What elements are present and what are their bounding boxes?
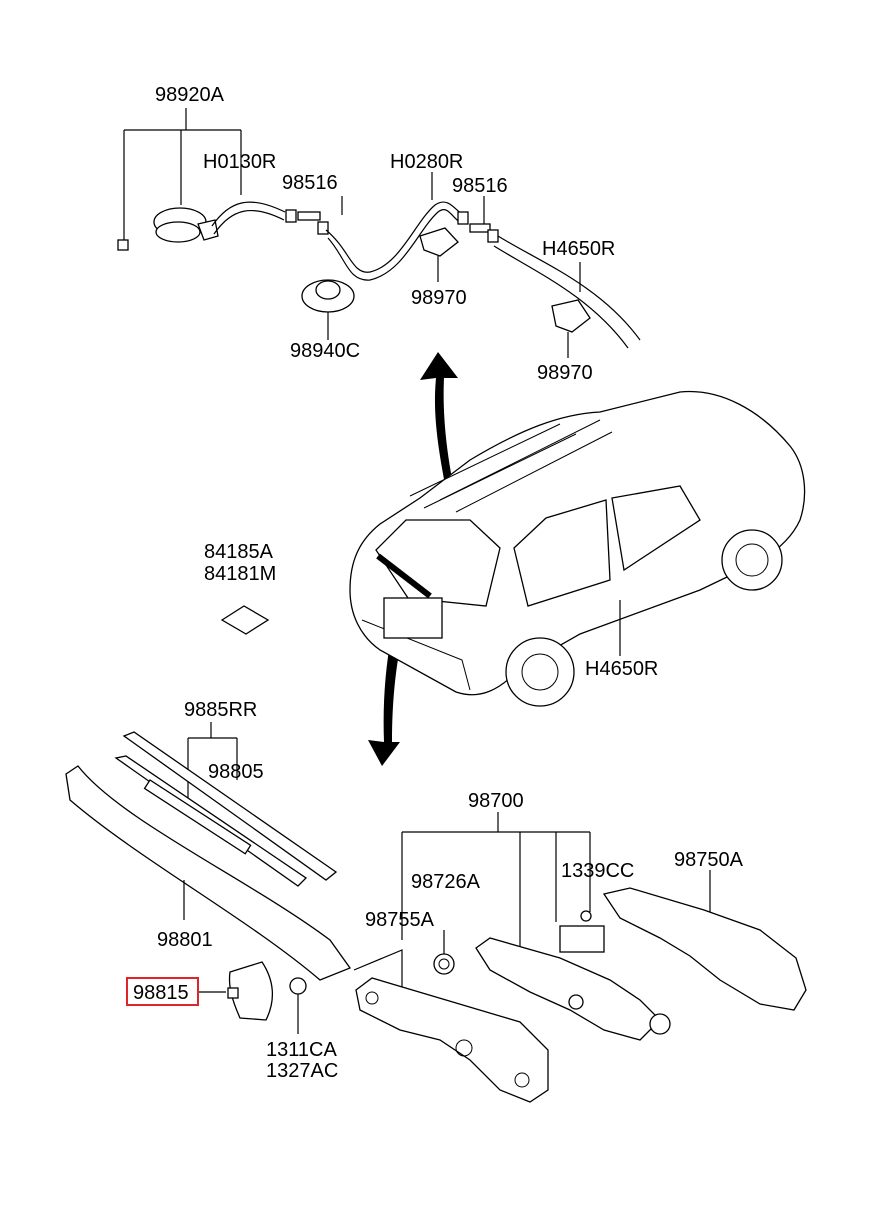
label-H4650R-top: H4650R — [542, 238, 615, 260]
wiper-arm-cap — [228, 961, 274, 1021]
label-sticker — [220, 605, 270, 635]
hose-clip-right — [551, 299, 591, 358]
hose-connector-right — [457, 211, 499, 243]
label-1327AC: 1327AC — [266, 1060, 338, 1082]
hose-clip-mid — [419, 227, 459, 282]
grommet — [301, 279, 355, 340]
label-98700: 98700 — [468, 790, 524, 812]
label-84181M: 84181M — [204, 563, 276, 585]
washer-hose-assembly — [117, 108, 641, 358]
label-1339CC: 1339CC — [561, 860, 634, 882]
wiper-assembly — [65, 722, 807, 1103]
label-1311CA: 1311CA — [266, 1039, 337, 1061]
label-H4650R-car: H4650R — [585, 658, 658, 680]
label-98805: 98805 — [208, 761, 264, 783]
label-98516-left: 98516 — [282, 172, 338, 194]
label-98516-right: 98516 — [452, 175, 508, 197]
highlight-box[interactable] — [126, 977, 199, 1006]
label-98726A: 98726A — [411, 871, 481, 893]
label-98920A: 98920A — [155, 84, 225, 106]
vehicle-illustration — [349, 390, 806, 707]
label-98801: 98801 — [157, 929, 213, 951]
label-98750A: 98750A — [674, 849, 744, 871]
label-98970-mid: 98970 — [411, 287, 467, 309]
hose-connector-left — [285, 209, 329, 235]
label-9885RR: 9885RR — [184, 699, 257, 721]
label-98755A: 98755A — [365, 909, 435, 931]
label-H0130R: H0130R — [203, 151, 276, 173]
label-98940C: 98940C — [290, 340, 360, 362]
label-H0280R: H0280R — [390, 151, 463, 173]
washer-nozzle — [153, 207, 219, 243]
label-98815[interactable]: 98815 — [133, 982, 189, 1004]
label-98970-right: 98970 — [537, 362, 593, 384]
label-84185A: 84185A — [204, 541, 274, 563]
